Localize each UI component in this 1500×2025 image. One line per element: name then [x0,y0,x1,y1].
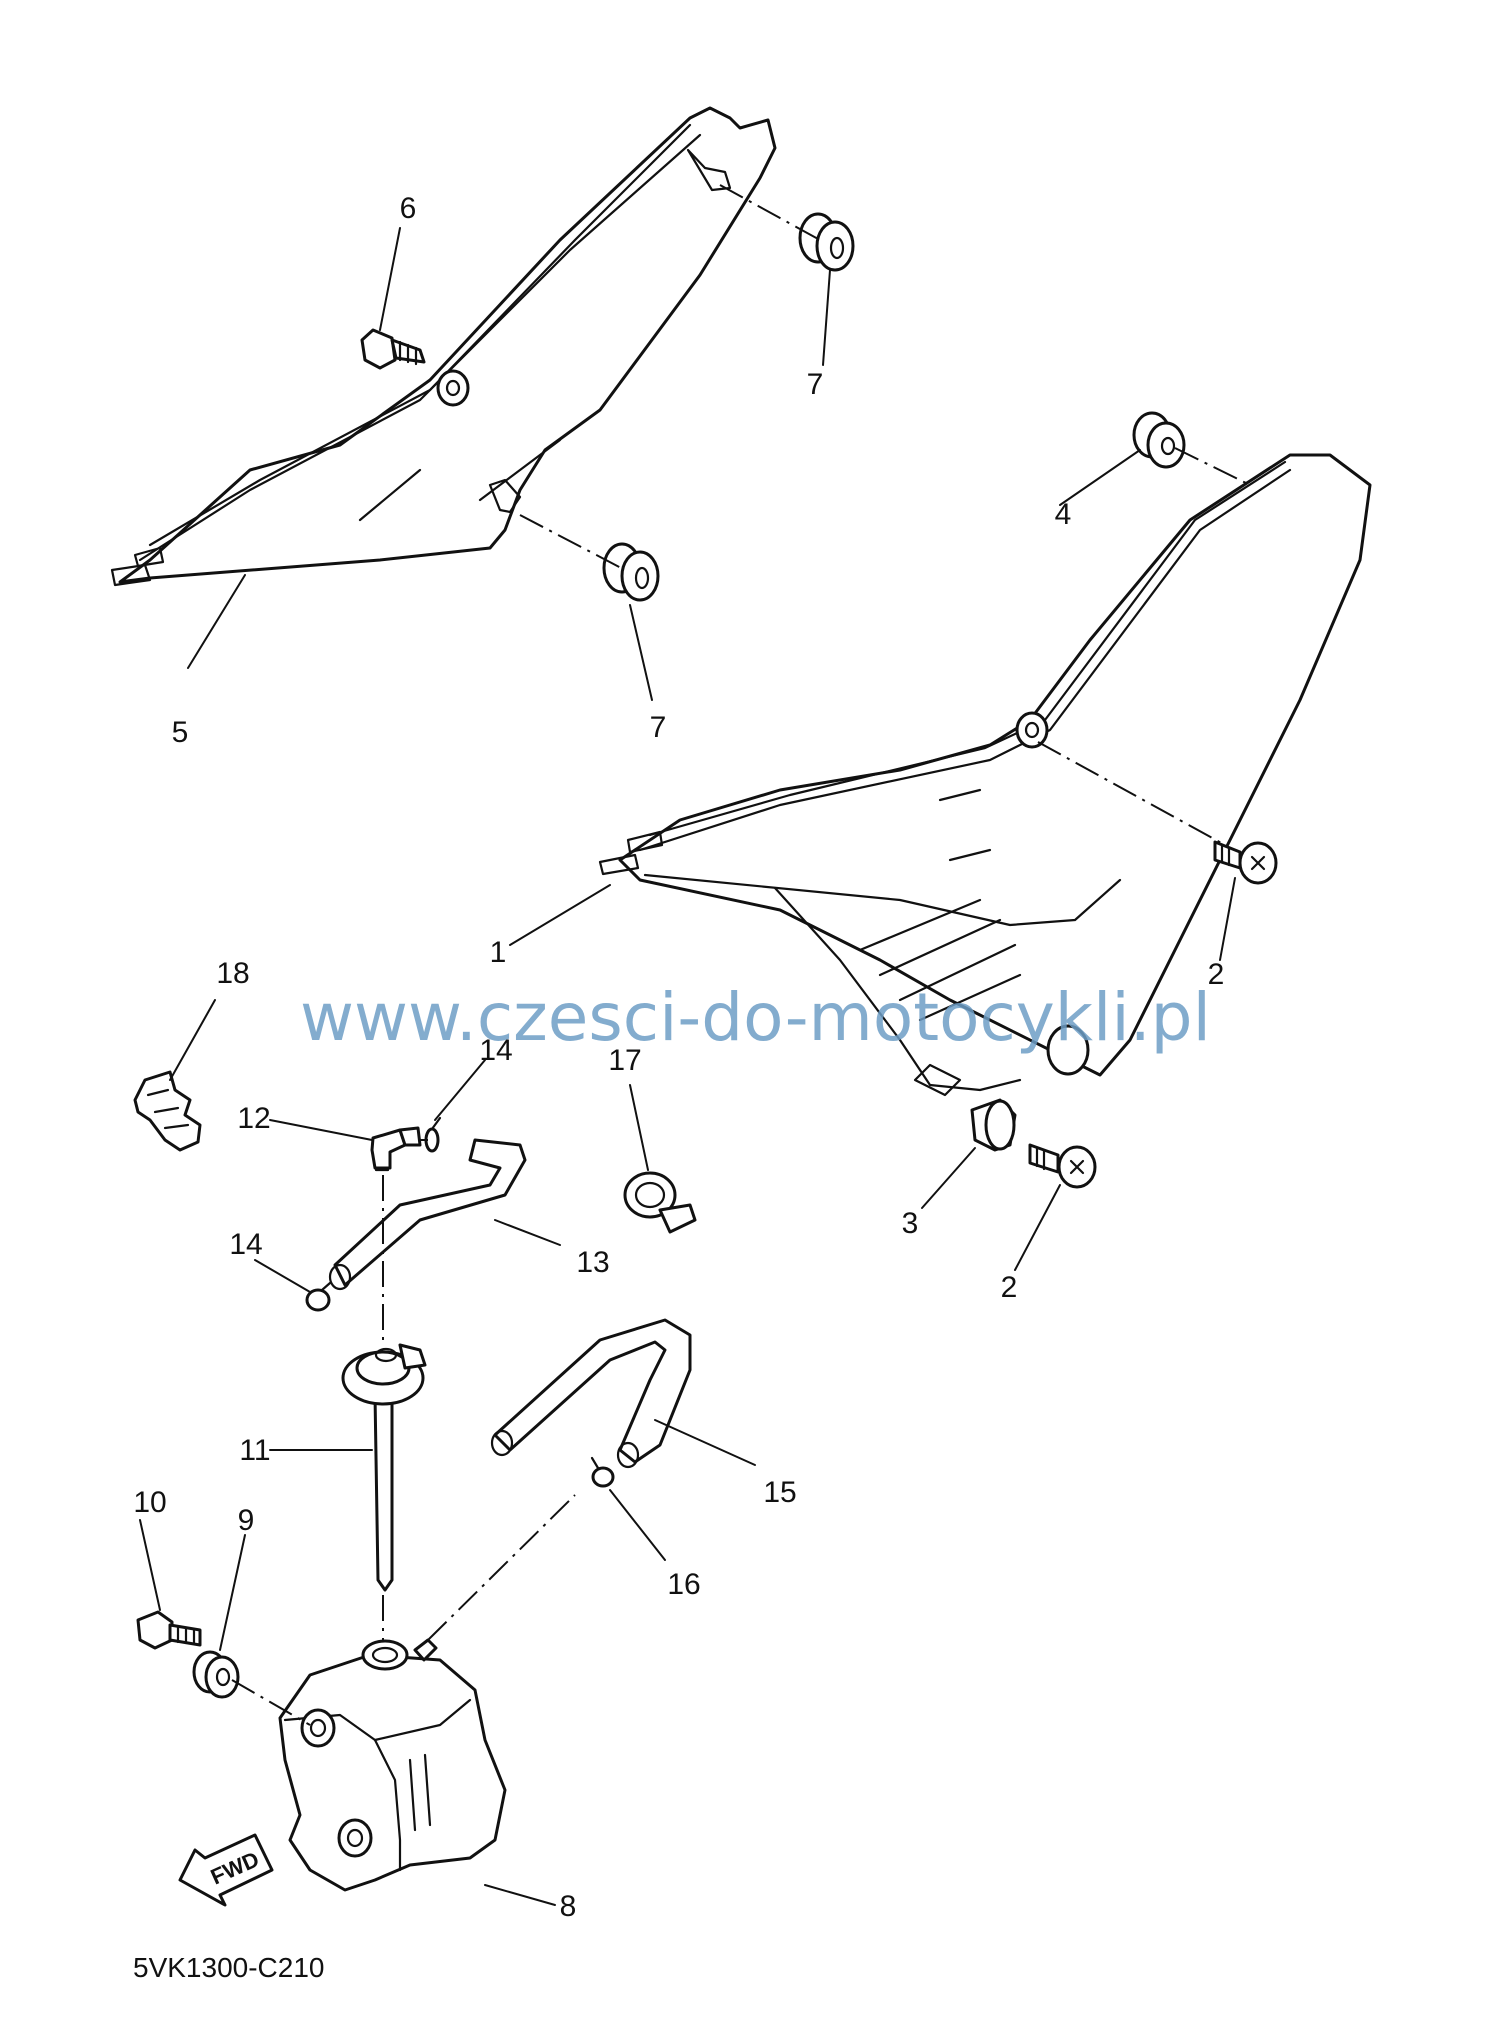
hose-15-part [490,1318,692,1469]
leader-lines [139,227,1236,1906]
screw-2-upper-part [1213,840,1278,885]
callout-2: 2 [1208,958,1225,991]
clip-14-lower-part [305,1281,332,1312]
clip-14-upper-part [424,1116,442,1153]
callout-1: 1 [490,936,507,969]
drain-pipe-11-part [341,1343,427,1592]
cover-mount-hole [1015,711,1049,749]
callout-5: 5 [172,716,189,749]
reservoir-tank-8-part [278,1638,507,1892]
grommet-7-lower-part [602,542,660,602]
callout-8: 8 [560,1890,577,1923]
cover-hook [488,478,522,514]
cover-lower-hole [1046,1024,1090,1076]
right-side-cover-part [598,453,1372,1097]
left-side-cover-part [110,106,777,587]
callout-16: 16 [667,1568,700,1601]
bolt-10-part [136,1610,202,1650]
bracket-18-part [133,1070,202,1152]
callout-12: 12 [237,1102,270,1135]
callout-11: 11 [239,1434,270,1467]
screw-2-lower-part [1028,1143,1097,1189]
clamp-17-part [623,1171,697,1234]
clip-16-part [590,1456,615,1488]
callout-14: 14 [229,1228,262,1261]
callout-17: 17 [608,1044,641,1077]
watermark-text: www.czesci-do-motocykli.pl [300,979,1211,1056]
callout-13: 13 [576,1246,609,1279]
callout-4: 4 [1055,498,1072,531]
elbow-joint-12-part [370,1126,422,1172]
callout-6: 6 [400,192,417,225]
assembly-lines [231,184,1251,1726]
hose-13-part [328,1138,527,1291]
callout-18: 18 [216,957,249,990]
callout-2: 2 [1001,1271,1018,1304]
callout-7: 7 [807,368,824,401]
collar-3-part [970,1098,1017,1152]
collar-9-part [192,1650,240,1699]
diagram-code: 5VK1300-C210 [133,1952,324,1983]
grommet-4-part [1132,411,1186,469]
callout-7: 7 [650,711,667,744]
callout-3: 3 [902,1207,919,1240]
grommet-7-upper-part [798,212,855,272]
callout-10: 10 [133,1486,166,1519]
callout-14: 14 [479,1034,512,1067]
forward-arrow-icon: FWD [178,1833,274,1907]
callout-15: 15 [763,1476,796,1509]
callout-numbers: 1 2 2 3 4 5 6 7 7 8 9 10 11 12 13 14 14 … [133,192,1224,1923]
callout-9: 9 [238,1504,255,1537]
cover-mount-hole [436,369,470,407]
bolt-6-part [360,328,426,370]
